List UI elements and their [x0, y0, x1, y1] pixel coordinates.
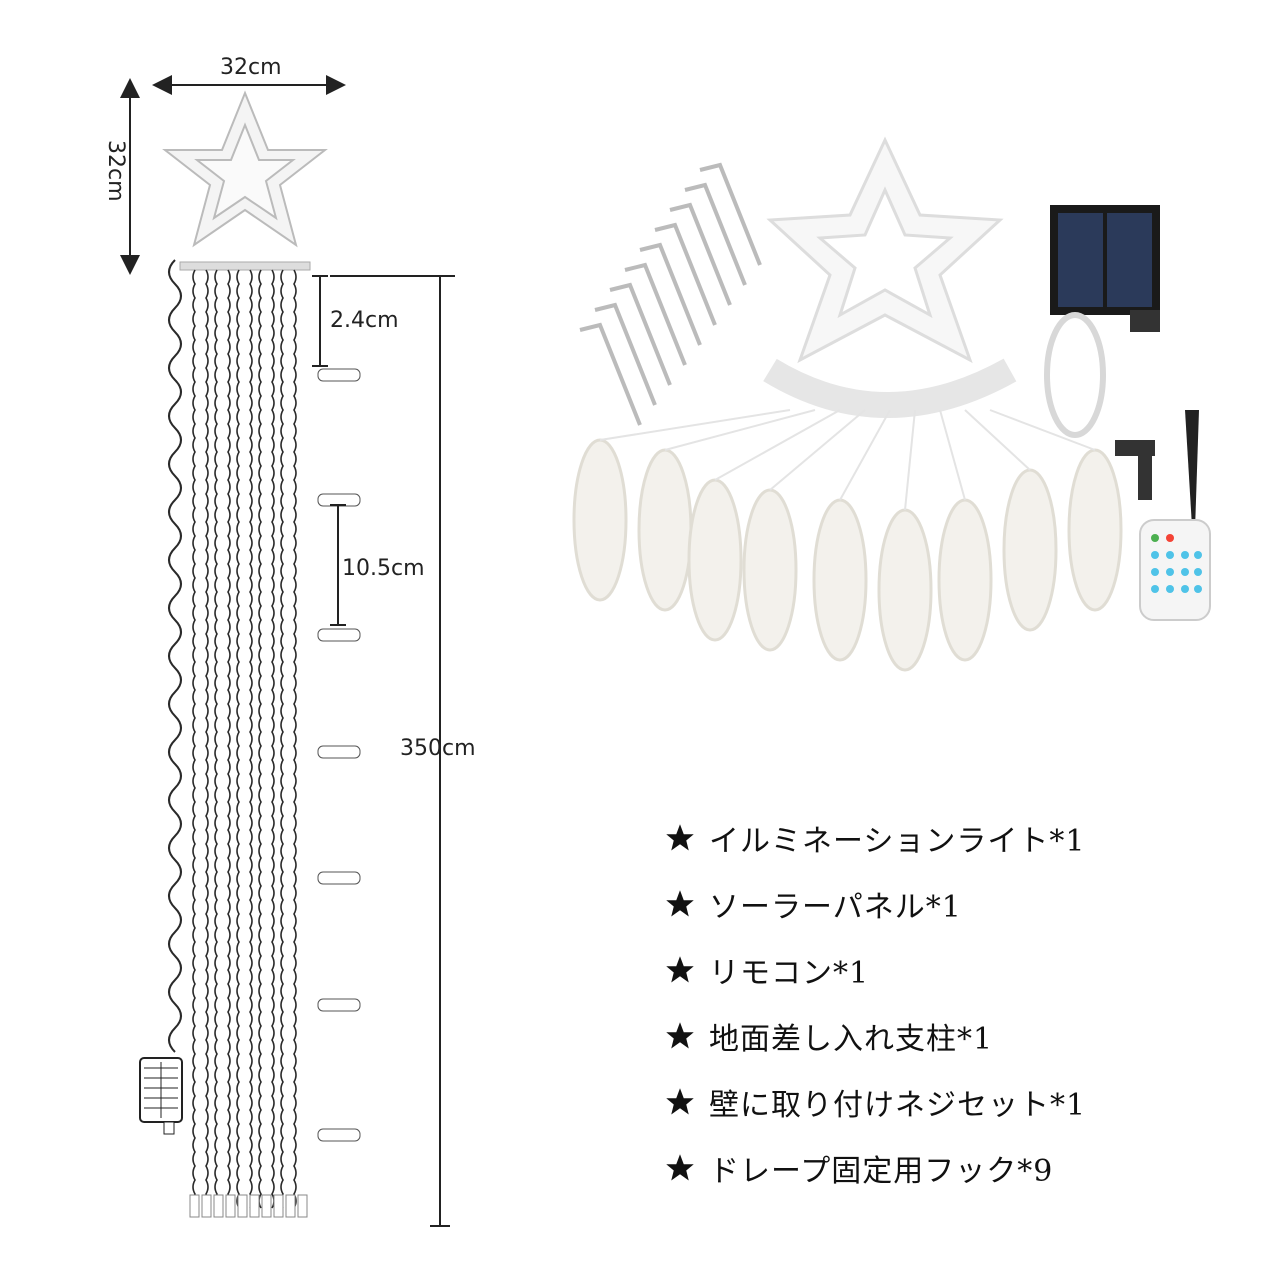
star-gap-label: 2.4cm: [330, 308, 399, 333]
end-bulb: [261, 1194, 272, 1218]
bundle-wire: [599, 409, 791, 441]
solar-panel-photo: [1050, 205, 1160, 332]
list-item: 壁に取り付けネジセット*1: [665, 1069, 1265, 1135]
strand-wire: [227, 269, 231, 1209]
wall-bracket: [1115, 440, 1155, 500]
star-icon: [666, 956, 694, 983]
hook-stakes: [579, 162, 762, 426]
bundle-wire: [964, 409, 1031, 471]
strand-wire: [192, 269, 196, 1209]
list-item-text: リモコン*1: [709, 956, 870, 991]
strand-wire: [271, 269, 275, 1209]
list-item: ソーラーパネル*1: [665, 871, 1265, 937]
light-bundle: [812, 498, 868, 662]
end-bulb: [249, 1194, 260, 1218]
end-bulb: [213, 1194, 224, 1218]
list-item: ドレープ固定用フック*9: [665, 1135, 1265, 1201]
bundle-wire: [714, 409, 841, 481]
list-item-text: ソーラーパネル*1: [709, 890, 962, 925]
strand-wire: [293, 269, 297, 1209]
bulb-plug: [317, 628, 361, 642]
light-bundle: [1002, 468, 1058, 632]
star-icon: [666, 1022, 694, 1049]
strand-wire: [205, 269, 209, 1209]
star-icon: [666, 1088, 694, 1115]
light-bundle: [937, 498, 993, 662]
total-length-label: 350cm: [400, 736, 476, 761]
light-bundle: [877, 508, 933, 672]
end-bulb: [189, 1194, 200, 1218]
star-icon: [666, 824, 694, 851]
bulb-plug: [317, 368, 361, 382]
end-bulb: [201, 1194, 212, 1218]
bulb-plug: [317, 998, 361, 1012]
list-item-text: ドレープ固定用フック*9: [709, 1154, 1054, 1189]
strand-wire: [258, 269, 262, 1209]
end-bulb: [285, 1194, 296, 1218]
width-label: 32cm: [220, 55, 282, 80]
strand-wire: [236, 269, 240, 1209]
bundle-wire: [664, 409, 816, 451]
list-item: 地面差し入れ支柱*1: [665, 1003, 1265, 1069]
remote-control: [1139, 519, 1211, 621]
product-photo: [572, 136, 1211, 672]
end-bulb: [237, 1194, 248, 1218]
star-topper-photo: [763, 136, 1017, 418]
solar-panel-icon: [139, 1057, 183, 1135]
star-icon: [666, 890, 694, 917]
light-bundle: [637, 448, 693, 612]
bulb-plug: [317, 871, 361, 885]
star-icon: [666, 1154, 694, 1181]
light-bundle: [1067, 448, 1123, 612]
list-item-text: 地面差し入れ支柱*1: [709, 1022, 994, 1057]
light-bundles: [572, 409, 1123, 672]
strand-wire: [280, 269, 284, 1209]
strand-wire: [214, 269, 218, 1209]
bulb-plug: [317, 745, 361, 759]
power-cable: [168, 259, 182, 1053]
bulb-plug: [317, 1128, 361, 1142]
contents-list: イルミネーションライト*1 ソーラーパネル*1 リモコン*1 地面差し入れ支柱*…: [665, 805, 1265, 1201]
light-bundle: [572, 438, 628, 602]
light-strands: [189, 269, 361, 1218]
bundle-wire: [989, 409, 1096, 451]
bundle-wire: [769, 409, 866, 491]
bundle-wire: [939, 409, 966, 501]
ground-stake: [1185, 410, 1199, 560]
light-bundle: [742, 488, 798, 652]
list-item-text: 壁に取り付けネジセット*1: [709, 1088, 1087, 1123]
bundle-wire: [904, 409, 916, 511]
list-item: イルミネーションライト*1: [665, 805, 1265, 871]
end-bulb: [273, 1194, 284, 1218]
strand-wire: [249, 269, 253, 1209]
list-item-text: イルミネーションライト*1: [709, 824, 1086, 859]
list-item: リモコン*1: [665, 937, 1265, 1003]
star-base-bar: [179, 261, 311, 271]
end-bulb: [225, 1194, 236, 1218]
star-topper: [162, 90, 328, 248]
dimension-diagram: [120, 75, 455, 1227]
end-bulb: [297, 1194, 308, 1218]
light-bundle: [687, 478, 743, 642]
cable-coil: [1044, 312, 1106, 438]
height-label: 32cm: [103, 140, 128, 202]
row-gap-label: 10.5cm: [342, 556, 425, 581]
bundle-wire: [839, 409, 891, 501]
